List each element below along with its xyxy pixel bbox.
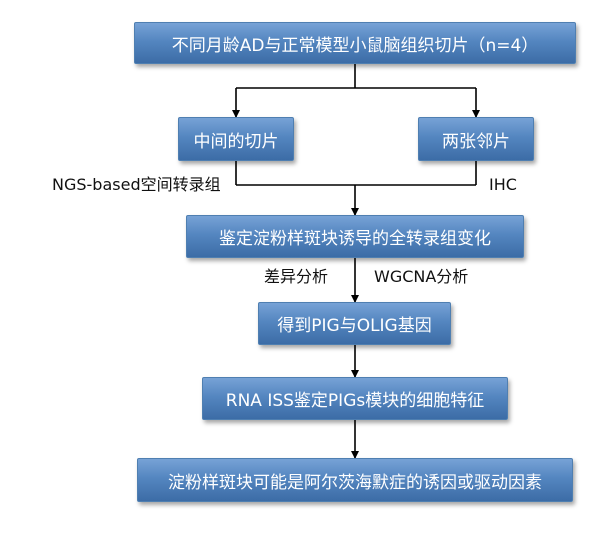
node-rna-iss: RNA ISS鉴定PIGs模块的细胞特征 (202, 377, 508, 420)
node-adjacent-slices-text: 两张邻片 (442, 131, 510, 152)
node-pig-olig-text: 得到PIG与OLIG基因 (277, 316, 432, 336)
node-identify-changes: 鉴定淀粉样斑块诱导的全转录组变化 (186, 215, 524, 258)
label-ihc: IHC (489, 175, 517, 194)
node-pig-olig: 得到PIG与OLIG基因 (258, 302, 451, 345)
node-top: 不同月龄AD与正常模型小鼠脑组织切片（n=4） (134, 22, 576, 64)
node-conclusion: 淀粉样斑块可能是阿尔茨海默症的诱因或驱动因素 (137, 458, 573, 502)
node-conclusion-text: 淀粉样斑块可能是阿尔茨海默症的诱因或驱动因素 (168, 472, 542, 493)
label-ngs: NGS-based空间转录组 (52, 175, 221, 194)
node-middle-slice: 中间的切片 (178, 117, 294, 161)
node-top-text: 不同月龄AD与正常模型小鼠脑组织切片（n=4） (171, 35, 539, 56)
node-identify-changes-text: 鉴定淀粉样斑块诱导的全转录组变化 (219, 229, 491, 249)
node-rna-iss-text: RNA ISS鉴定PIGs模块的细胞特征 (225, 391, 485, 411)
node-middle-slice-text: 中间的切片 (193, 131, 279, 152)
label-diff: 差异分析 (264, 267, 329, 286)
node-adjacent-slices: 两张邻片 (418, 117, 534, 161)
label-wgcna: WGCNA分析 (374, 267, 469, 286)
